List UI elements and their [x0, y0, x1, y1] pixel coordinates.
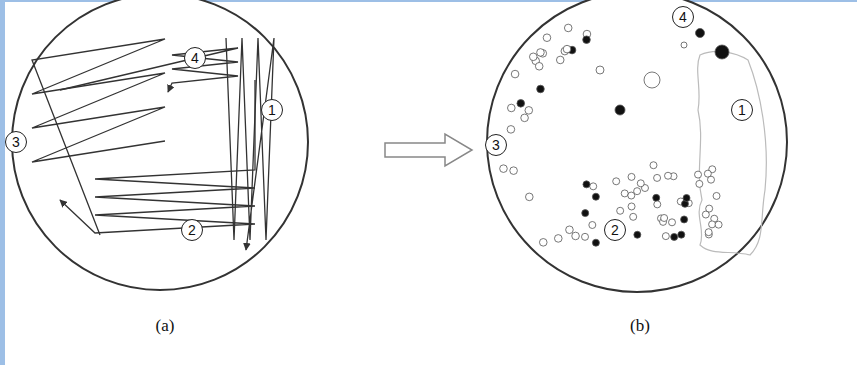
colony [665, 172, 672, 179]
colony [521, 114, 529, 122]
streak-lines [32, 38, 274, 250]
colony [592, 193, 599, 200]
colony [510, 167, 518, 175]
colony [621, 190, 628, 197]
colony [507, 126, 515, 134]
colony [706, 205, 713, 212]
colony [615, 105, 625, 115]
colony [628, 173, 635, 180]
colony [654, 201, 661, 208]
colony [709, 221, 716, 228]
streak-line [226, 38, 274, 250]
colony [563, 45, 571, 53]
colony [637, 180, 644, 187]
colony [582, 210, 589, 217]
callout-number: 2 [188, 223, 196, 237]
colony [696, 29, 705, 38]
callout-circle: 1 [731, 99, 753, 121]
colony [564, 24, 572, 32]
edge-bar [0, 0, 5, 365]
process-arrow [385, 134, 472, 166]
colony [525, 107, 533, 115]
colony [695, 171, 702, 178]
panel-label: (b) [630, 317, 650, 334]
colony [583, 181, 590, 188]
streak-line [60, 80, 255, 233]
petri-dish [487, 0, 787, 292]
colony [628, 203, 635, 210]
colonies [500, 24, 729, 246]
colony [671, 233, 678, 240]
callout-number: 3 [492, 138, 500, 152]
panel-label: (a) [156, 317, 175, 334]
colony [661, 214, 668, 221]
colony [681, 42, 687, 48]
colony [582, 233, 589, 240]
colony [556, 56, 564, 64]
colony [662, 233, 669, 240]
bacterial-lawn [698, 51, 767, 255]
colony [681, 216, 688, 223]
colony [537, 49, 545, 57]
colony [696, 180, 703, 187]
callout-number: 4 [679, 10, 687, 24]
streak-line [32, 39, 165, 235]
colony [715, 45, 729, 59]
colony [715, 221, 722, 228]
colony [517, 100, 525, 108]
callout-circle: 2 [181, 219, 203, 241]
colony [678, 231, 685, 238]
callout-circle: 3 [5, 131, 27, 153]
colony [617, 207, 624, 214]
colony [537, 85, 545, 93]
colony [705, 229, 712, 236]
colony [535, 62, 543, 70]
colony [508, 104, 516, 112]
streak-line [60, 48, 238, 92]
colony [708, 176, 715, 183]
callout-circle: 2 [604, 219, 626, 241]
colony [634, 231, 641, 238]
callout-circle: 4 [672, 6, 694, 28]
colony [613, 178, 620, 185]
colony [566, 226, 574, 234]
colony [583, 36, 591, 44]
colony [511, 70, 519, 78]
callout-circle: 1 [261, 99, 283, 121]
colony [554, 235, 562, 243]
colony [650, 162, 657, 169]
colony [654, 174, 661, 181]
colony [653, 194, 660, 201]
colony [683, 194, 690, 201]
colony [669, 219, 676, 226]
colony [543, 34, 551, 42]
callout-number: 3 [12, 135, 20, 149]
colony [529, 53, 537, 61]
colony [628, 192, 635, 199]
colony [589, 222, 596, 229]
petri-dish [12, 0, 308, 290]
colony [590, 183, 597, 190]
colony [644, 72, 660, 88]
colony [592, 239, 599, 246]
colony [539, 239, 547, 247]
colony [526, 193, 534, 201]
colony [596, 66, 604, 74]
callout-number: 4 [191, 51, 199, 65]
colony [713, 192, 720, 199]
colony [572, 232, 580, 240]
callout-number: 1 [268, 103, 276, 117]
colony [630, 213, 637, 220]
callout-circle: 4 [184, 47, 206, 69]
callout-number: 1 [738, 103, 746, 117]
colony [500, 165, 508, 173]
callout-number: 2 [611, 223, 619, 237]
callout-circle: 3 [485, 134, 507, 156]
